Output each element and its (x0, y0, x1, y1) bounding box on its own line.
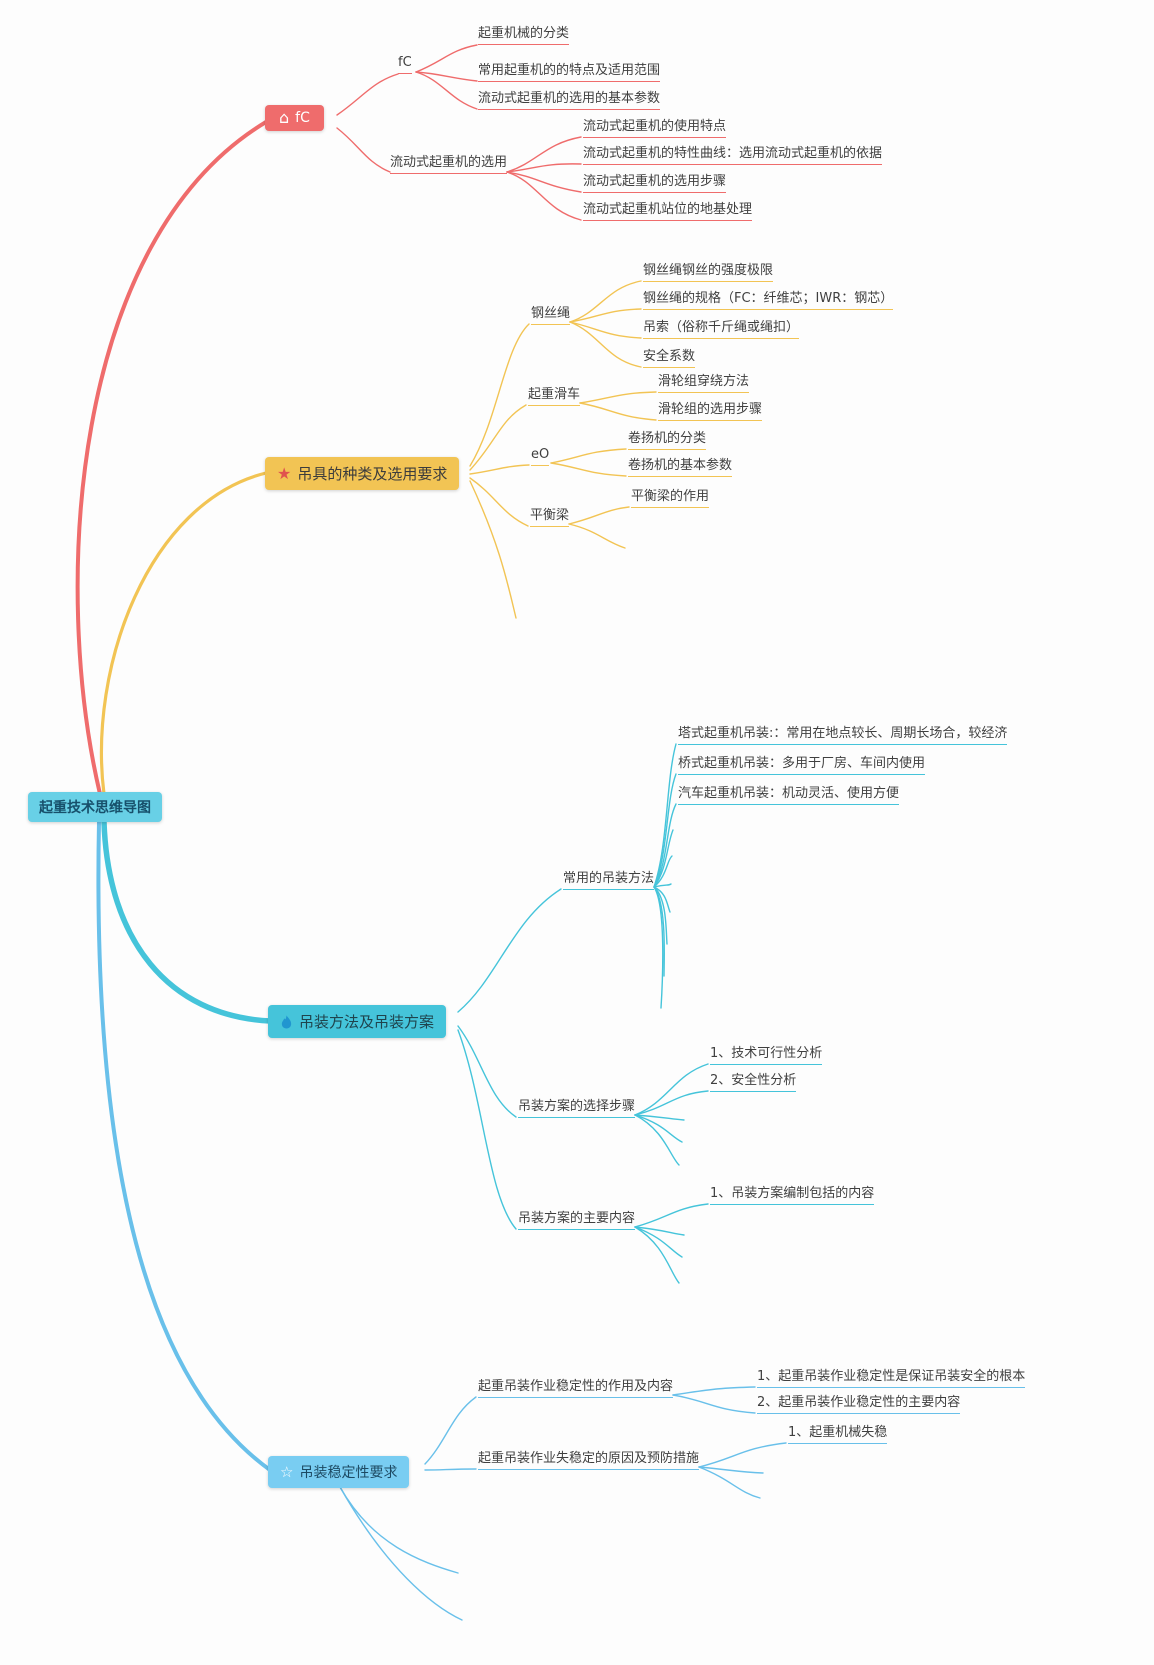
leaf-safety-factor[interactable]: 安全系数 (643, 349, 696, 368)
node-common-hoisting-methods[interactable]: 常用的吊装方法 (563, 871, 655, 890)
leaf-mobile-crane-basic-params[interactable]: 流动式起重机的选用的基本参数 (478, 91, 661, 110)
branch-hoisting-methods[interactable]: 吊装方法及吊装方案 (268, 1005, 447, 1038)
leaf-stability-main-content[interactable]: 2、起重吊装作业稳定性的主要内容 (757, 1395, 961, 1414)
node-wire-rope[interactable]: 钢丝绳 (531, 306, 571, 325)
leaf-machine-instability[interactable]: 1、起重机械失稳 (788, 1425, 888, 1444)
sub-edges (336, 44, 787, 1621)
node-fc-sub[interactable]: fC (398, 55, 412, 74)
leaf-winch-classification[interactable]: 卷扬机的分类 (628, 431, 707, 450)
leaf-pulley-steps[interactable]: 滑轮组的选用步骤 (658, 402, 763, 421)
branch-label: 吊具的种类及选用要求 (297, 465, 448, 483)
leaf-stability-root[interactable]: 1、起重吊装作业稳定性是保证吊装安全的根本 (757, 1369, 1026, 1388)
branch-hoisting-stability[interactable]: ☆ 吊装稳定性要求 (268, 1456, 410, 1488)
leaf-winch-params[interactable]: 卷扬机的基本参数 (628, 458, 733, 477)
star-icon: ★ (277, 463, 292, 483)
main-edges (75, 120, 273, 1472)
node-instability-causes[interactable]: 起重吊装作业失稳定的原因及预防措施 (478, 1451, 700, 1470)
leaf-truck-crane[interactable]: 汽车起重机吊装：机动灵活、使用方便 (678, 786, 900, 805)
node-eo[interactable]: eO (531, 447, 550, 466)
node-lifting-pulley[interactable]: 起重滑车 (528, 387, 581, 406)
leaf-mobile-crane-steps[interactable]: 流动式起重机的选用步骤 (583, 174, 727, 193)
leaf-safety-analysis[interactable]: 2、安全性分析 (710, 1073, 797, 1092)
branch-label: 吊装稳定性要求 (299, 1465, 398, 1481)
leaf-bridge-crane[interactable]: 桥式起重机吊装：多用于厂房、车间内使用 (678, 756, 926, 775)
branch-rigging-types[interactable]: ★ 吊具的种类及选用要求 (265, 457, 460, 490)
node-scheme-selection-steps[interactable]: 吊装方案的选择步骤 (518, 1099, 636, 1118)
root-label: 起重技术思维导图 (39, 800, 151, 816)
node-mobile-crane-selection[interactable]: 流动式起重机的选用 (390, 155, 508, 174)
node-balance-beam[interactable]: 平衡梁 (530, 508, 570, 527)
branch-crane-machinery[interactable]: ⌂ fC (265, 105, 324, 131)
home-icon: ⌂ (279, 108, 290, 127)
star-outline-icon: ☆ (280, 1462, 294, 1481)
leaf-technical-feasibility[interactable]: 1、技术可行性分析 (710, 1046, 823, 1065)
root-node[interactable]: 起重技术思维导图 (28, 792, 162, 822)
leaf-balance-beam-function[interactable]: 平衡梁的作用 (631, 489, 710, 508)
leaf-wire-spec[interactable]: 钢丝绳的规格（FC：纤维芯；IWR：钢芯） (643, 291, 894, 310)
leaf-mobile-crane-curve[interactable]: 流动式起重机的特性曲线：选用流动式起重机的依据 (583, 146, 883, 165)
branch-label: 吊装方法及吊装方案 (299, 1013, 435, 1031)
leaf-pulley-threading[interactable]: 滑轮组穿绕方法 (658, 374, 750, 393)
leaf-mobile-crane-usage[interactable]: 流动式起重机的使用特点 (583, 119, 727, 138)
node-stability-function-content[interactable]: 起重吊装作业稳定性的作用及内容 (478, 1379, 674, 1398)
flame-icon (280, 1014, 293, 1030)
leaf-tower-crane[interactable]: 塔式起重机吊装:：常用在地点较长、周期长场合，较经济 (678, 726, 1008, 745)
leaf-crane-classification[interactable]: 起重机械的分类 (478, 26, 570, 45)
leaf-mobile-crane-foundation[interactable]: 流动式起重机站位的地基处理 (583, 202, 753, 221)
leaf-wire-strength[interactable]: 钢丝绳钢丝的强度极限 (643, 263, 774, 282)
node-scheme-main-content[interactable]: 吊装方案的主要内容 (518, 1211, 636, 1230)
leaf-sling[interactable]: 吊索（俗称千斤绳或绳扣） (643, 320, 800, 339)
branch-label: fC (295, 110, 310, 126)
leaf-crane-features-scope[interactable]: 常用起重机的的特点及适用范围 (478, 63, 661, 82)
leaf-scheme-content[interactable]: 1、吊装方案编制包括的内容 (710, 1186, 875, 1205)
